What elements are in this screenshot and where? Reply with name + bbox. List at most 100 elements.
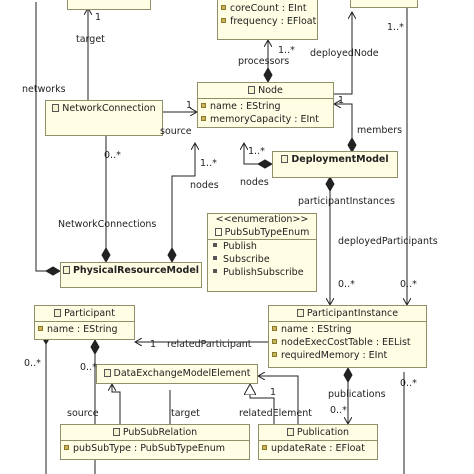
mult-label: 1..* <box>278 45 295 56</box>
mult-label: 1..* <box>200 158 217 169</box>
edge-source-bottom <box>112 384 121 424</box>
enum-literal: PublishSubscribe <box>208 266 316 279</box>
literal-text: Publish <box>223 241 257 252</box>
role-label-target: target <box>76 34 105 45</box>
class-icon <box>286 428 294 436</box>
mult-label: 1 <box>270 387 277 398</box>
attr-text: name : EString <box>47 324 118 335</box>
attr-text: requiredMemory : EInt <box>281 350 388 361</box>
class-network-connection[interactable]: NetworkConnection <box>45 100 163 136</box>
enum-stereotype: <<enumeration>> <box>215 214 309 225</box>
mult-label: 0..* <box>338 279 355 290</box>
class-name: ParticipantInstance <box>306 308 399 319</box>
class-name: PubSubRelation <box>122 427 198 438</box>
class-header: ParticipantInstance <box>269 306 426 322</box>
class-node[interactable]: Node name : EString memoryCapacity : EIn… <box>197 82 334 128</box>
attribute-icon <box>201 116 206 121</box>
diamond-node-proc <box>263 66 273 84</box>
attribute-icon <box>221 18 226 23</box>
role-label-publications: publications <box>328 389 386 400</box>
mult-label: 0..* <box>400 378 417 389</box>
mult-label: 0..* <box>80 362 97 373</box>
role-label-deployed-node: deployedNode <box>310 48 379 59</box>
enum-literal: Publish <box>208 240 316 253</box>
attr-name: name : EString <box>38 323 131 336</box>
attribute-icon <box>221 5 226 10</box>
mult-label: 0..* <box>330 405 347 416</box>
diamond-dm-nodes <box>256 159 274 169</box>
role-label-members: members <box>357 125 403 136</box>
diamond-members <box>347 136 357 154</box>
diamond-networks <box>44 266 62 276</box>
enum-pubsub-type[interactable]: <<enumeration>> PubSubTypeEnum Publish S… <box>207 213 317 292</box>
attr-name: name : EString <box>201 100 330 113</box>
edge-related-element <box>258 376 299 424</box>
class-header: PubSubRelation <box>61 425 249 441</box>
diamond-pi <box>325 175 335 193</box>
mult-label: 1 <box>150 339 157 350</box>
attr-node-exec-cost-table: nodeExecCostTable : EEList <box>272 336 423 349</box>
attr-text: coreCount : EInt <box>230 3 307 14</box>
class-publication[interactable]: Publication updateRate : EFloat <box>258 424 378 460</box>
class-name: DeploymentModel <box>291 154 389 165</box>
mult-label: 1..* <box>248 146 265 157</box>
attribute-icon <box>272 326 277 331</box>
class-top-left-partial[interactable] <box>67 0 151 10</box>
literal-text: PublishSubscribe <box>223 267 304 278</box>
class-icon <box>296 309 304 317</box>
class-icon <box>52 104 60 112</box>
attribute-icon <box>201 103 206 108</box>
class-name: Node <box>258 85 283 96</box>
attr-text: memoryCapacity : EInt <box>210 114 319 125</box>
class-deployment-model[interactable]: DeploymentModel <box>272 151 398 178</box>
class-header: Participant <box>35 306 134 322</box>
diamond-netconn <box>101 246 111 264</box>
class-physical-resource-model[interactable]: PhysicalResourceModel <box>60 262 202 288</box>
mult-label: 1 <box>95 12 102 23</box>
attribute-icon <box>262 445 267 450</box>
class-participant-instance[interactable]: ParticipantInstance name : EString nodeE… <box>268 305 427 368</box>
edge-networks <box>35 2 60 272</box>
role-label-nodes: nodes <box>240 177 269 188</box>
class-pubsub-relation[interactable]: PubSubRelation pubSubType : PubSubTypeEn… <box>60 424 250 460</box>
edge-members <box>334 104 353 152</box>
literal-icon <box>213 256 217 260</box>
attribute-icon <box>38 326 43 331</box>
class-name: Participant <box>64 308 115 319</box>
class-name: DataExchangeModelElement <box>113 368 251 379</box>
class-top-right-partial[interactable] <box>350 0 418 8</box>
attr-text: pubSubType : PubSubTypeEnum <box>73 443 226 454</box>
attr-frequency: frequency : EFloat <box>221 15 316 28</box>
role-label-source: source <box>160 126 192 137</box>
role-label-target: target <box>171 408 200 419</box>
mult-label: 1 <box>186 100 193 111</box>
mult-label: 1..* <box>387 22 404 33</box>
edge-inherit-pub <box>250 384 275 424</box>
attr-required-memory: requiredMemory : EInt <box>272 349 423 362</box>
class-header: PhysicalResourceModel <box>61 263 201 278</box>
attr-core-count: coreCount : EInt <box>221 2 314 15</box>
class-name: Publication <box>296 427 350 438</box>
diamond-part <box>90 338 100 356</box>
class-icon <box>281 155 289 163</box>
attr-text: nodeExecCostTable : EEList <box>281 337 411 348</box>
class-icon <box>54 309 62 317</box>
class-processor[interactable]: coreCount : EInt frequency : EFloat <box>217 0 318 40</box>
literal-icon <box>213 243 217 247</box>
attr-text: name : EString <box>281 324 352 335</box>
class-icon <box>248 86 256 94</box>
class-data-exchange-model-element[interactable]: DataExchangeModelElement <box>96 364 258 384</box>
attribute-icon <box>64 445 69 450</box>
class-icon <box>112 428 120 436</box>
mult-label: 0..* <box>24 358 41 369</box>
class-icon <box>103 369 111 377</box>
role-label-processors: processors <box>238 56 290 67</box>
enum-icon <box>214 228 222 236</box>
enum-header: PubSubTypeEnum <box>208 226 316 240</box>
mult-label: 0..* <box>400 279 417 290</box>
class-participant[interactable]: Participant name : EString <box>34 305 135 340</box>
class-header: DeploymentModel <box>273 152 397 167</box>
class-header: Node <box>198 83 333 99</box>
role-label-nodes: nodes <box>190 180 219 191</box>
role-label-related-element: relatedElement <box>239 408 312 419</box>
